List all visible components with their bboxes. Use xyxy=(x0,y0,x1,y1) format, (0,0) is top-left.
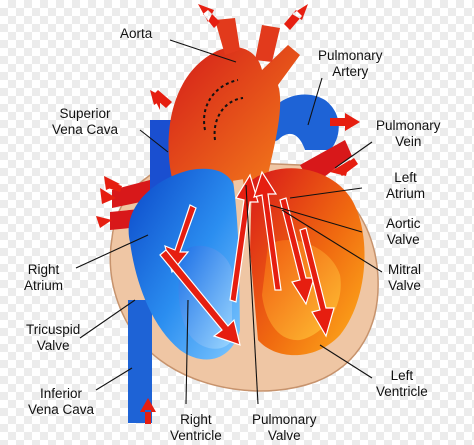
aorta-branches xyxy=(215,18,280,62)
flow-arrow-aortic-outflow xyxy=(253,170,282,291)
arrow-pulm-vein-in xyxy=(330,158,358,176)
blood-flow-arrows xyxy=(159,170,335,346)
flow-arrow-right-atrium xyxy=(164,204,197,274)
flow-arrow-pulmonary-outflow xyxy=(229,173,259,303)
arrow-ivc-up xyxy=(140,398,156,424)
leader-left-ventricle xyxy=(319,344,373,379)
arrow-right-vein-3 xyxy=(96,216,112,228)
arrow-aorta-left xyxy=(198,4,220,28)
arrow-right-vein-1 xyxy=(104,176,122,192)
arrow-right-vein-2 xyxy=(100,188,116,204)
leader-inferior-vena-cava xyxy=(95,367,133,391)
arrow-pulm-artery-right xyxy=(330,113,360,131)
leader-pulmonary-artery xyxy=(307,77,323,126)
inferior-vena-cava-vessel xyxy=(128,300,152,423)
arrow-svc-top xyxy=(152,92,160,110)
leader-lines xyxy=(75,39,383,405)
arrow-svc-top-left xyxy=(150,90,172,108)
leader-left-atrium xyxy=(289,187,363,199)
flow-arrow-left-ventricle xyxy=(299,227,335,338)
leader-superior-vena-cava xyxy=(139,129,169,153)
leader-pulmonary-valve xyxy=(245,184,259,405)
flow-arrow-right-ventricle xyxy=(159,249,241,346)
external-arrows xyxy=(96,4,360,424)
leader-right-atrium xyxy=(75,234,149,269)
flow-arrow-left-atrium xyxy=(279,197,315,306)
pulmonary-artery-vessel xyxy=(295,110,332,132)
leader-pulmonary-vein xyxy=(334,141,373,169)
aortic-flow-dotted-path xyxy=(203,79,239,131)
aorta-vessel xyxy=(168,45,300,190)
leader-right-ventricle xyxy=(185,299,189,405)
leader-aorta xyxy=(169,39,237,63)
label-aorta: Aorta xyxy=(120,26,153,41)
arrow-aorta-right xyxy=(284,4,308,30)
leader-tricuspid-valve xyxy=(79,299,136,339)
leader-aortic-valve xyxy=(269,204,363,233)
leader-mitral-valve xyxy=(281,209,383,273)
